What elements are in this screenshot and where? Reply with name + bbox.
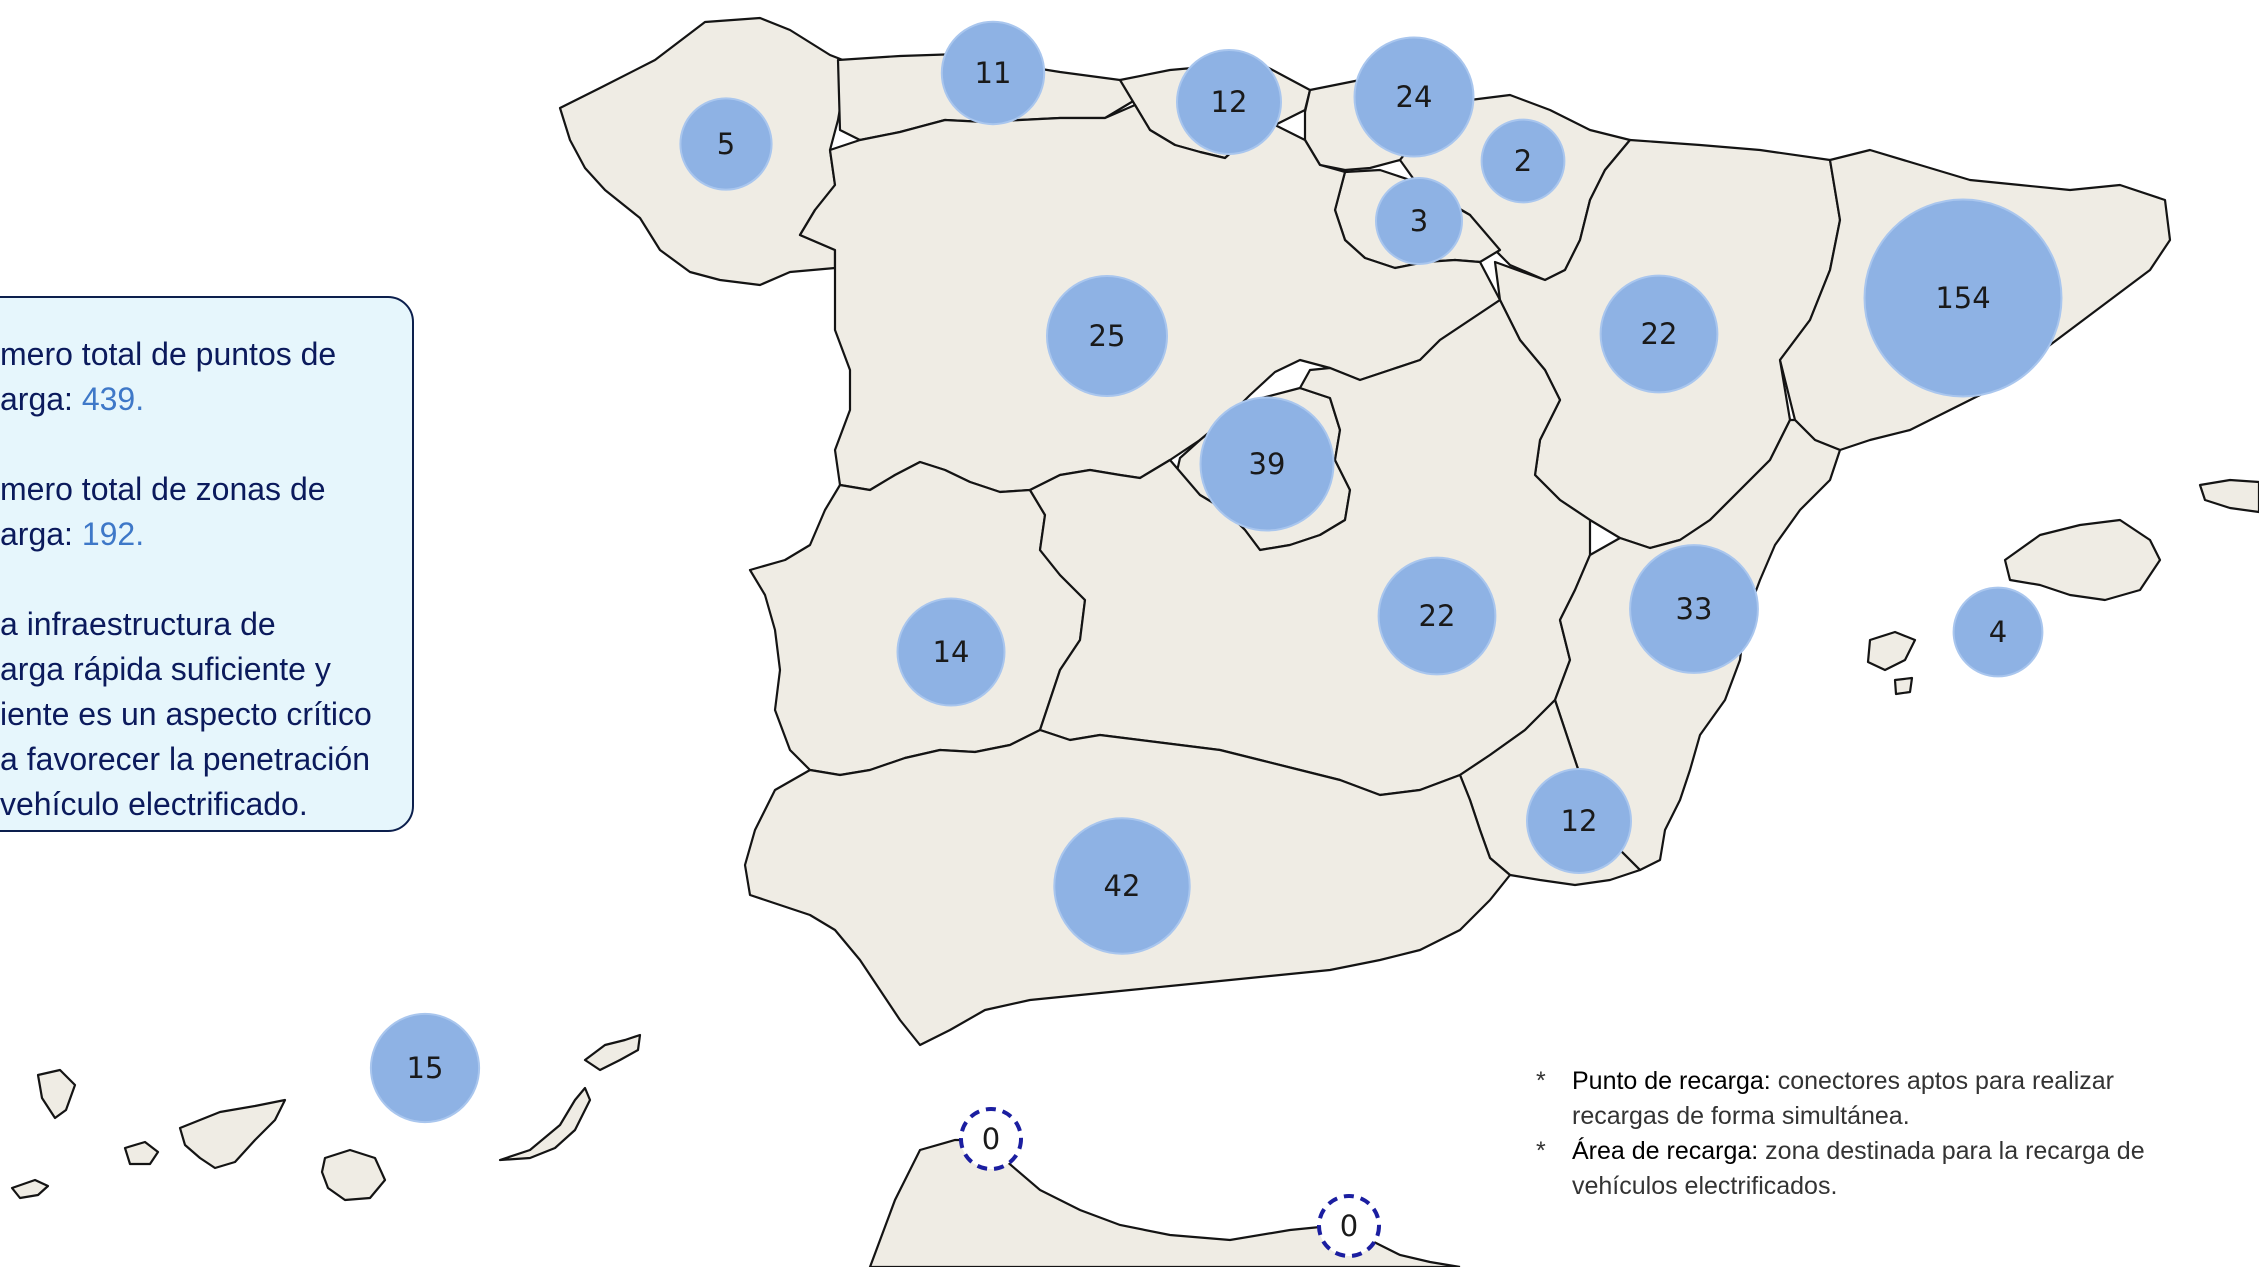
region-bubble: [1526, 768, 1632, 874]
north-africa-coast: [868, 1138, 1461, 1267]
total-zones-label-2: arga:: [0, 516, 82, 552]
total-charging-zones: mero total de zonas de arga: 192.: [0, 467, 394, 557]
island-lanzarote: [583, 1033, 642, 1072]
region-bubble: [896, 597, 1006, 707]
region-bubble-label: 25: [1089, 319, 1126, 353]
region-bubble-label: 22: [1419, 599, 1456, 633]
region-bubble: [1952, 586, 2044, 678]
region-bubble: [1317, 1194, 1381, 1258]
region-bubble-label: 12: [1561, 804, 1598, 838]
region-bubble-label: 11: [975, 56, 1012, 90]
statement-line: a favorecer la penetración: [0, 741, 370, 777]
island-ibiza: [1866, 630, 1917, 672]
summary-info-box: mero total de puntos de arga: 439. mero t…: [0, 296, 414, 832]
region-bubble-label: 22: [1641, 317, 1678, 351]
island-mallorca: [2003, 518, 2162, 602]
region-bubble-label: 2: [1514, 144, 1532, 178]
note-text: recargas de forma simultánea.: [1572, 1102, 1910, 1130]
infrastructure-statement: a infraestructura de arga rápida suficie…: [0, 602, 394, 827]
statement-line: arga rápida suficiente y: [0, 651, 331, 687]
region-bubble-label: 14: [933, 635, 970, 669]
region-bubble: [679, 97, 773, 191]
total-points-value: 439.: [81, 381, 145, 417]
island-tenerife: [178, 1098, 287, 1170]
island-la-gomera: [123, 1140, 160, 1166]
region-bubble: [369, 1012, 481, 1124]
asterisk-marker: *: [1536, 1067, 1546, 1095]
region-bubble: [1599, 274, 1719, 394]
region-bubble-label: 33: [1676, 592, 1713, 626]
region-bubble: [1053, 817, 1191, 955]
total-charging-points: mero total de puntos de arga: 439.: [0, 332, 394, 422]
statement-line: vehículo electrificado.: [0, 786, 308, 822]
note-term: Área de recarga:: [1572, 1137, 1759, 1165]
region-bubble-label: 24: [1396, 80, 1433, 114]
island-gran-canaria: [320, 1148, 387, 1202]
region-bubble: [959, 1107, 1023, 1171]
note-punto-de-recarga: * Punto de recarga: conectores aptos par…: [1534, 1064, 2234, 1134]
note-area-de-recarga: * Área de recarga: zona destinada para l…: [1534, 1134, 2234, 1204]
region-bubble: [1629, 544, 1759, 674]
total-zones-label: mero total de zonas de: [0, 471, 326, 507]
region-bubble-label: 39: [1249, 447, 1286, 481]
total-zones-value: 192.: [81, 516, 145, 552]
definitions-notes: * Punto de recarga: conectores aptos par…: [1534, 1064, 2234, 1204]
region-bubble-label: 5: [717, 127, 735, 161]
statement-line: a infraestructura de: [0, 606, 276, 642]
region-bubble: [1176, 49, 1282, 155]
region-bubble-label: 15: [407, 1051, 444, 1085]
note-term: Punto de recarga:: [1572, 1067, 1771, 1095]
region-bubble-label: 4: [1989, 615, 2007, 649]
statement-line: iente es un aspecto crítico: [0, 696, 372, 732]
region-bubble-label: 42: [1104, 869, 1141, 903]
region-bubble-label: 0: [1340, 1209, 1358, 1243]
island-la-palma: [36, 1068, 77, 1120]
region-bubble: [1199, 396, 1335, 532]
charging-points-bubbles: 5 11 12 24 2 3 25 22 154 39 14 22 33 4 12 42 15 0 0: [369, 20, 2063, 1258]
region-bubble: [1046, 275, 1168, 397]
note-text: zona destinada para la recarga de: [1758, 1137, 2145, 1165]
island-el-hierro: [10, 1178, 50, 1200]
region-bubble-label: 3: [1410, 204, 1428, 238]
note-text: vehículos electrificados.: [1572, 1172, 1838, 1200]
region-bubble-label: 154: [1935, 281, 1990, 315]
region-bubble: [1375, 177, 1463, 265]
asterisk-marker: *: [1536, 1137, 1546, 1165]
note-text: conectores aptos para realizar: [1770, 1067, 2114, 1095]
region-bubble-label: 0: [982, 1122, 1000, 1156]
region-bubble: [1480, 118, 1566, 204]
region-bubble: [1863, 198, 2063, 398]
island-formentera: [1893, 676, 1914, 696]
region-bubble: [1353, 36, 1475, 158]
total-points-label-2: arga:: [0, 381, 82, 417]
region-bubble-label: 12: [1211, 85, 1248, 119]
total-points-label: mero total de puntos de: [0, 336, 337, 372]
region-bubble: [940, 20, 1046, 126]
island-menorca: [2198, 478, 2259, 514]
region-bubble: [1377, 556, 1497, 676]
island-fuerteventura: [498, 1086, 592, 1162]
